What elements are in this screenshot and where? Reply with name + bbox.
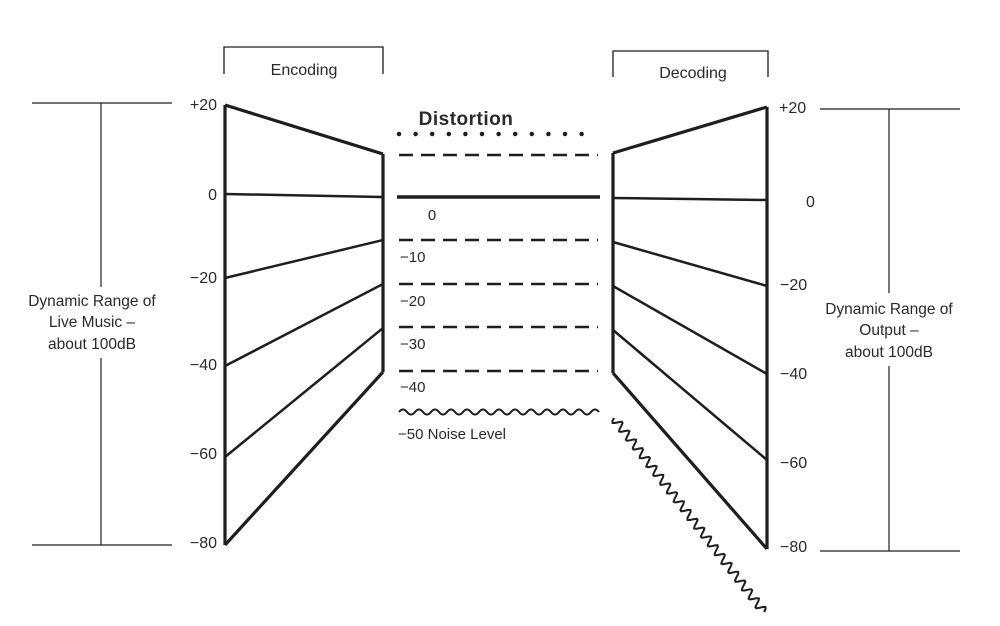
encoding-header: Encoding (223, 46, 384, 79)
noise-level-wavy-line (398, 408, 600, 416)
middle-tick: 0 (428, 207, 436, 224)
output-noise-wavy-line (611, 417, 767, 613)
left-tick: −60 (190, 446, 217, 463)
middle-tick: −40 (400, 379, 425, 396)
svg-text:Dynamic Range of: Dynamic Range of (28, 293, 156, 310)
left-axis: +20 0 −20 −40 −60 −80 (190, 97, 217, 552)
decoding-header: Decoding (612, 50, 769, 82)
left-tick: −80 (190, 535, 217, 552)
live-music-range-bracket (32, 102, 172, 546)
right-tick: +20 (779, 100, 806, 117)
middle-tick: −30 (400, 336, 425, 353)
left-tick: +20 (190, 97, 217, 114)
left-tick: −40 (190, 357, 217, 374)
right-tick: −40 (780, 366, 807, 383)
svg-text:Live Music –: Live Music – (49, 314, 136, 331)
svg-text:about 100dB: about 100dB (48, 336, 136, 353)
right-tick: −20 (780, 277, 807, 294)
left-tick: −20 (190, 270, 217, 287)
output-range-bracket (820, 108, 960, 552)
left-tick: 0 (208, 187, 217, 204)
noise-level-label: −50 Noise Level (398, 426, 506, 443)
encoding-trapezoid (223, 103, 385, 547)
output-range-caption: Dynamic Range of Output – about 100dB (825, 301, 953, 361)
svg-text:Dynamic Range of: Dynamic Range of (825, 301, 953, 318)
right-tick: −60 (780, 455, 807, 472)
middle-tick: −10 (400, 249, 425, 266)
right-tick: 0 (806, 194, 815, 211)
decoding-trapezoid (611, 105, 769, 551)
svg-text:about 100dB: about 100dB (845, 344, 933, 361)
right-tick: −80 (780, 539, 807, 556)
middle-level-labels: 0 −10 −20 −30 −40 −50 Noise Level (398, 207, 506, 443)
encoding-label: Encoding (271, 62, 338, 79)
middle-level-lines (396, 131, 601, 416)
middle-tick: −20 (400, 293, 425, 310)
live-music-range-caption: Dynamic Range of Live Music – about 100d… (28, 293, 156, 353)
distortion-label: Distortion (419, 109, 514, 130)
right-axis: +20 0 −20 −40 −60 −80 (779, 100, 815, 556)
svg-text:Output –: Output – (859, 322, 919, 339)
decoding-label: Decoding (659, 65, 727, 82)
